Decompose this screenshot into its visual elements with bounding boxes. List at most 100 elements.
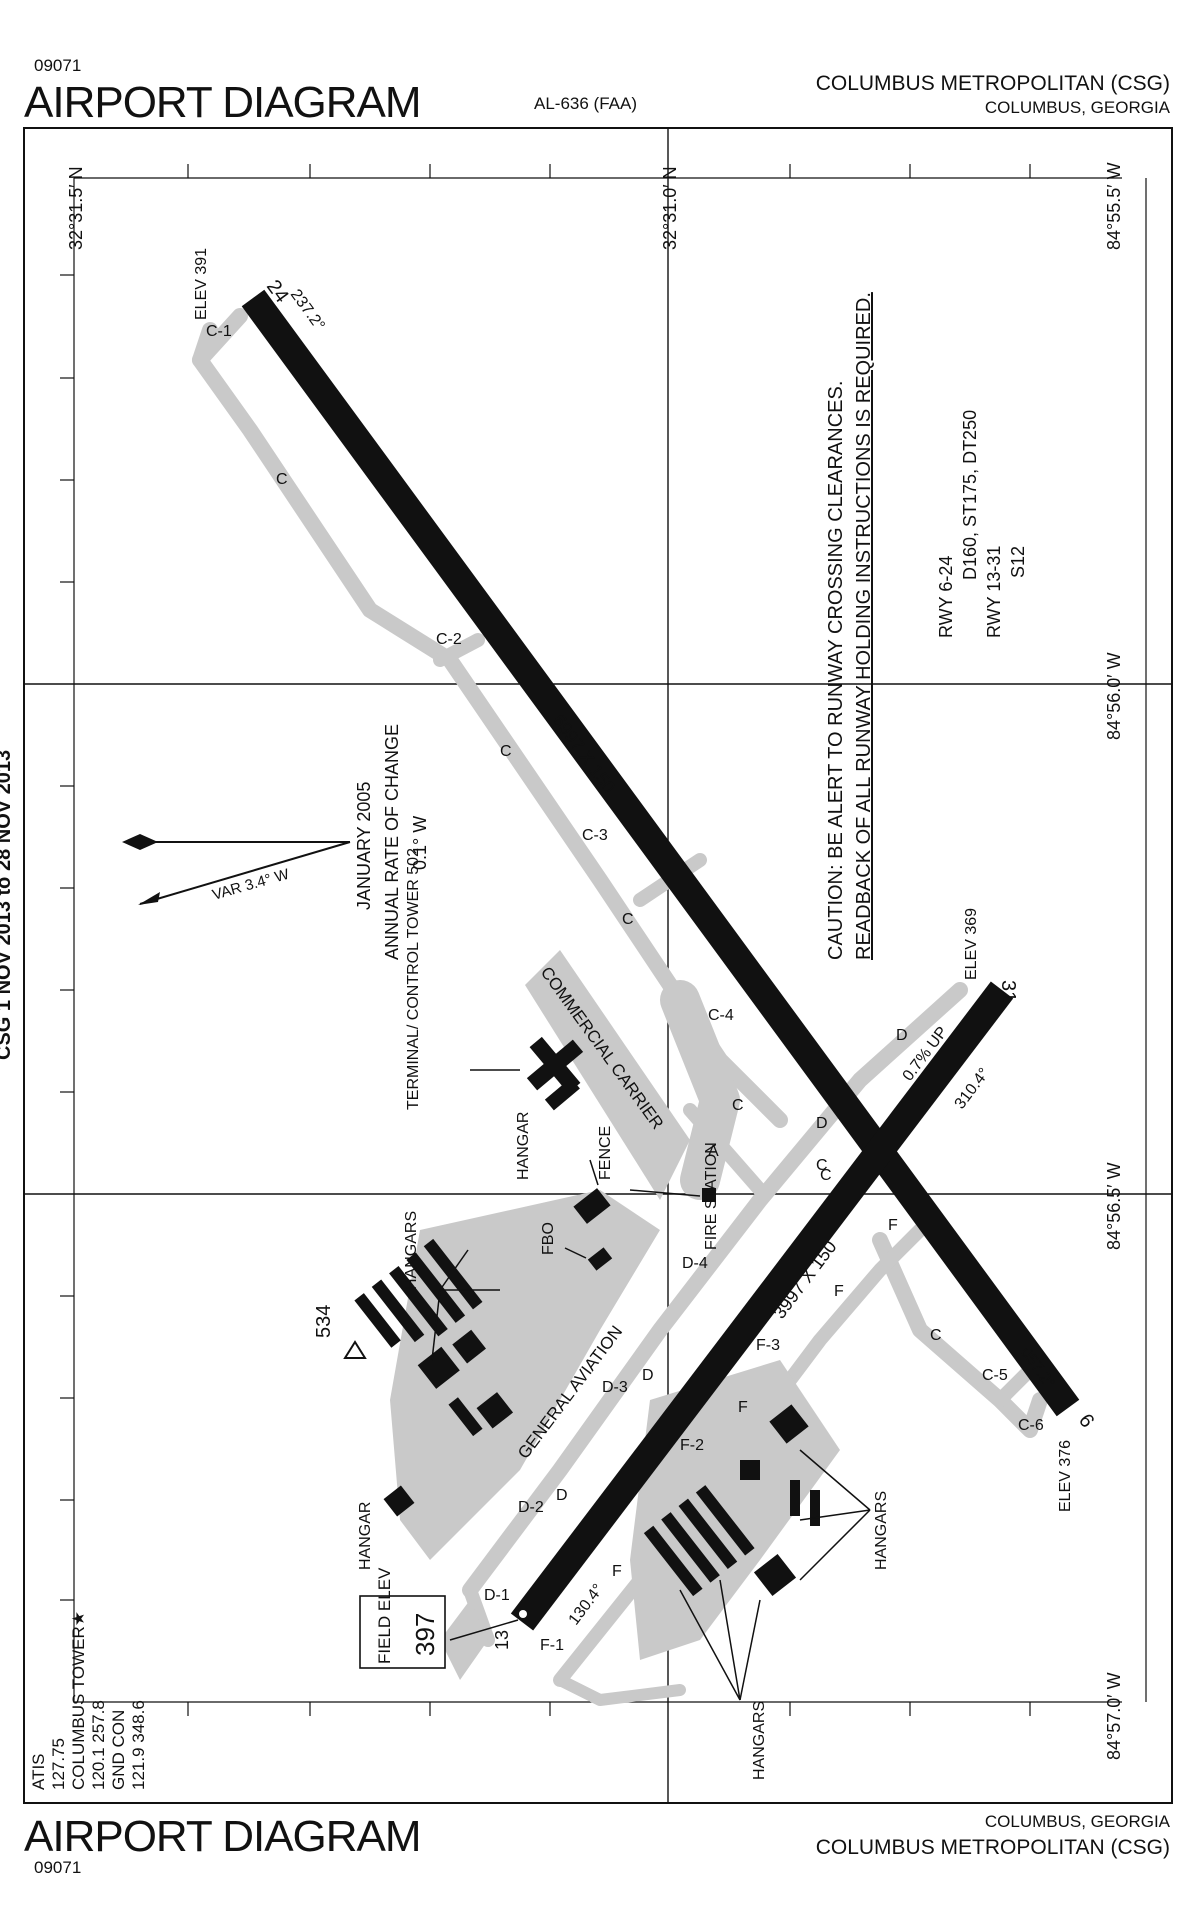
apron-connector xyxy=(660,980,740,1200)
ga-hangars xyxy=(354,1238,514,1437)
airport-name-top: COLUMBUS METROPOLITAN (CSG) xyxy=(815,72,1170,95)
taxiway-label: D-2 xyxy=(518,1499,544,1516)
obstacle-elev: 534 xyxy=(313,1305,335,1338)
taxiway-label: C xyxy=(816,1157,828,1174)
lon-label-4: 84°57.0′ W xyxy=(1104,1672,1124,1760)
fbo-building xyxy=(587,1247,613,1271)
diagram-frame xyxy=(23,127,1173,1804)
south-ramp xyxy=(630,1360,840,1660)
taxiway-labels: C-1 C C-2 C C-3 C C-4 C C C C-5 C-6 C D … xyxy=(206,323,1044,1654)
taxiway-label: C xyxy=(820,1167,832,1184)
taxiway-f1 xyxy=(554,1674,686,1706)
fence-label: FENCE xyxy=(597,1126,614,1180)
lon-label-2: 84°56.0′ W xyxy=(1104,652,1124,740)
taxiway-label: F xyxy=(738,1399,748,1416)
taxiway-c2 xyxy=(433,633,485,667)
taxiway-label: C xyxy=(732,1097,744,1114)
taxiway-label: D-1 xyxy=(484,1587,510,1604)
title-top: AIRPORT DIAGRAM xyxy=(24,78,422,127)
taxiway-label: F xyxy=(612,1563,622,1580)
city-top: COLUMBUS, GEORGIA xyxy=(984,98,1170,117)
field-elev-marker xyxy=(519,1610,527,1618)
commercial-carrier-ramp xyxy=(525,950,690,1200)
taxiway-label: F-1 xyxy=(540,1637,564,1654)
hangars-right-label: HANGARS xyxy=(873,1491,890,1570)
taxiway-label: C-1 xyxy=(206,323,232,340)
rwy31-heading: 310.4° xyxy=(952,1065,994,1112)
hangars-left-label: HANGARS xyxy=(403,1211,420,1290)
rwy24-heading: 237.2° xyxy=(287,286,328,334)
runway-13-31 xyxy=(510,981,1014,1631)
taxiway-c1 xyxy=(192,308,248,368)
lat-label-left: 32°31.5′ N xyxy=(66,166,86,250)
tower-freq: 120.1 257.8 xyxy=(89,1700,108,1790)
taxiway-label: D-3 xyxy=(602,1379,628,1396)
strength-line-1: RWY 6-24 xyxy=(936,556,956,638)
taxiway-c5 xyxy=(993,1363,1037,1407)
taxiway-label: C xyxy=(622,911,634,928)
strength-line-3: RWY 13-31 xyxy=(984,546,1004,638)
hangar-top-label: HANGAR xyxy=(515,1112,532,1180)
airport-name-bottom: COLUMBUS METROPOLITAN (CSG) xyxy=(815,1836,1170,1859)
obstacle-symbol xyxy=(343,1340,367,1359)
chart-number-bottom: 09071 xyxy=(34,1858,82,1877)
field-elev-box xyxy=(359,1595,446,1669)
variation-rate-title: ANNUAL RATE OF CHANGE xyxy=(382,724,402,960)
tower-label: COLUMBUS TOWER★ xyxy=(69,1611,88,1790)
title-bottom: AIRPORT DIAGRAM xyxy=(24,1812,422,1861)
hangar-left-building xyxy=(383,1485,415,1517)
taxiway-label: C-2 xyxy=(436,631,462,648)
leader-lines xyxy=(431,1069,871,1701)
taxiway-label: C xyxy=(276,471,288,488)
fire-station-label: FIRE STATION xyxy=(703,1142,720,1250)
grid-ticks xyxy=(60,164,1031,1716)
taxiway-label: F-3 xyxy=(756,1337,780,1354)
margin-effective-date: CSG 1 NOV 2013 to 28 NOV 2013 xyxy=(0,750,15,1060)
taxiway-label: C-4 xyxy=(708,1007,734,1024)
atis-freq: 127.75 xyxy=(49,1738,68,1790)
taxiway-label: D xyxy=(556,1487,568,1504)
taxiway-label: F-2 xyxy=(680,1437,704,1454)
taxiway-label: C xyxy=(500,743,512,760)
terminal-label: TERMINAL/ CONTROL TOWER 502 xyxy=(405,848,422,1110)
taxiway-label: F xyxy=(834,1283,844,1300)
south-hangar-d xyxy=(790,1480,800,1516)
chart-number-top: 09071 xyxy=(34,56,82,75)
caution-line-2: READBACK OF ALL RUNWAY HOLDING INSTRUCTI… xyxy=(853,292,875,960)
rwy13-label: 13 xyxy=(492,1630,512,1650)
taxiway-label: C-5 xyxy=(982,1367,1008,1384)
fire-station-building xyxy=(702,1188,716,1202)
gnd-label: GND CON xyxy=(109,1710,128,1790)
terminal-building xyxy=(526,1036,584,1111)
rwy24-elev: ELEV 391 xyxy=(193,248,210,320)
taxiway-label: D xyxy=(642,1367,654,1384)
taxiway-label: D xyxy=(816,1115,828,1132)
hangars-bottom-label: HANGARS xyxy=(751,1701,768,1780)
lon-label-1: 84°55.5′ W xyxy=(1104,162,1124,250)
taxiway-label: A xyxy=(708,1143,719,1160)
lon-label-3: 84°56.5′ W xyxy=(1104,1162,1124,1250)
strength-line-2: D160, ST175, DT250 xyxy=(960,410,980,580)
atis-label: ATIS xyxy=(29,1753,48,1790)
caution-line-1: CAUTION: BE ALERT TO RUNWAY CROSSING CLE… xyxy=(825,381,847,960)
field-elev-title: FIELD ELEV xyxy=(375,1567,394,1664)
south-hangar-a xyxy=(769,1404,809,1444)
field-elev-value: 397 xyxy=(410,1613,440,1656)
city-bottom: COLUMBUS, GEORGIA xyxy=(984,1812,1170,1831)
taxiway-label: C xyxy=(930,1327,942,1344)
d1-fillet xyxy=(440,1600,488,1680)
variation-rate-value: 0.1° W xyxy=(410,816,430,870)
south-hangar-b xyxy=(740,1460,760,1480)
taxiway-d1 xyxy=(463,1583,495,1647)
rwy31-elev: ELEV 369 xyxy=(963,908,980,980)
hangar-top-building xyxy=(573,1188,611,1224)
south-hangars xyxy=(643,1485,755,1597)
taxiway-label: D-4 xyxy=(682,1255,708,1272)
taxiway-label: C-6 xyxy=(1018,1417,1044,1434)
north-arrow xyxy=(122,834,351,905)
rwy6-label: 6 xyxy=(1074,1410,1098,1432)
hangar-left-label: HANGAR xyxy=(357,1502,374,1570)
taxiway-label: F xyxy=(888,1217,898,1234)
procedure-id: AL-636 (FAA) xyxy=(534,94,637,113)
